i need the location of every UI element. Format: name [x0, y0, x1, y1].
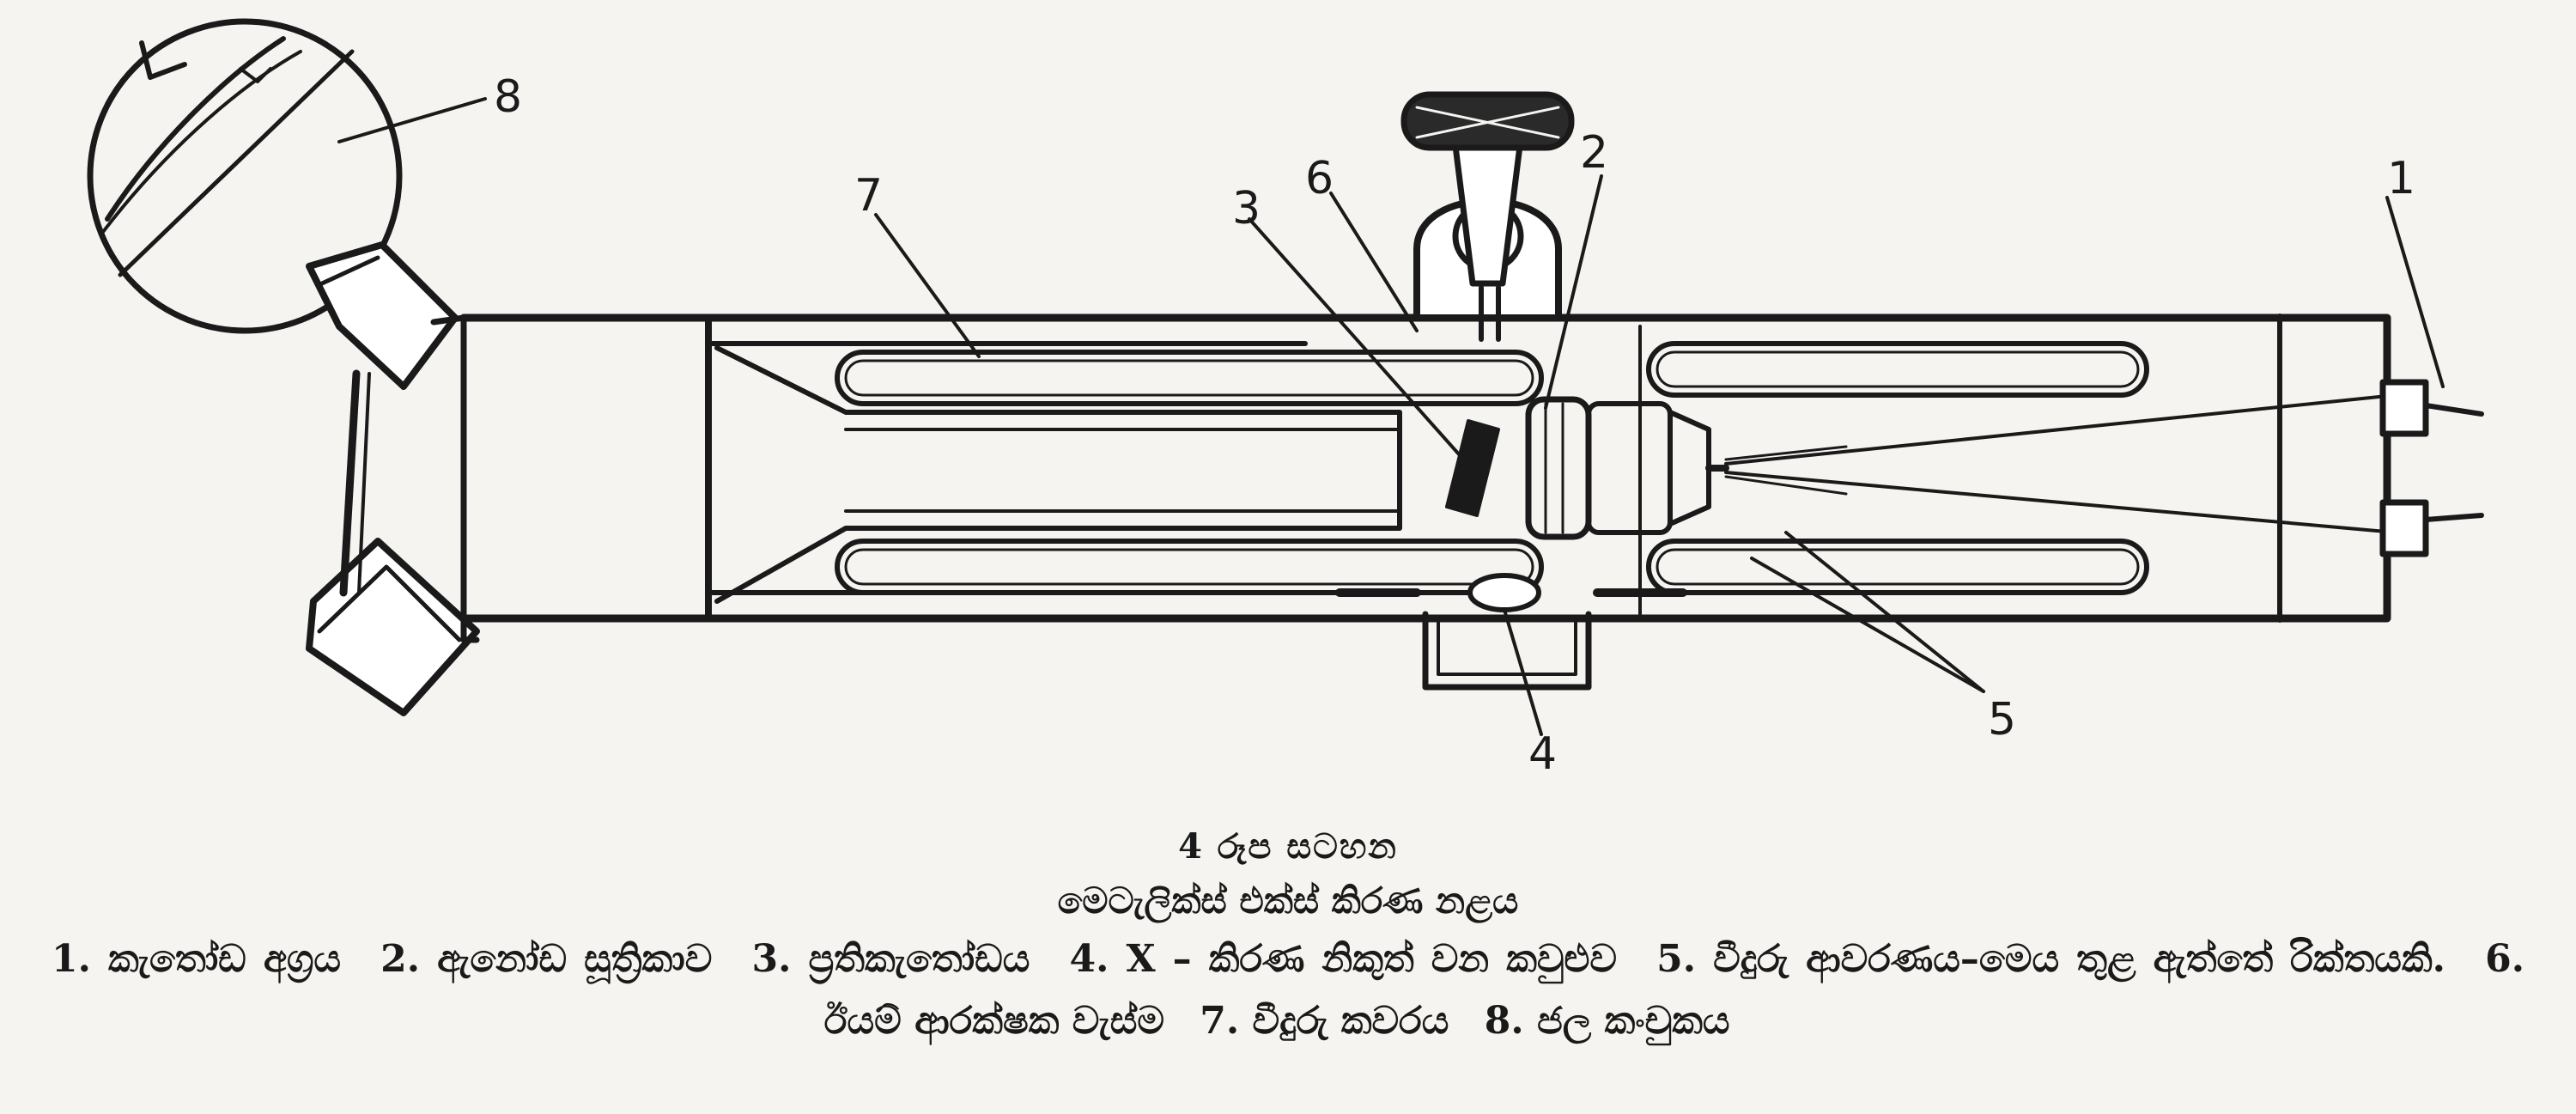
- xray-tube-diagram: 1 2 3 4 5 6 7 8: [87, 18, 2484, 780]
- legend-item-8: 8. ජල කංචුකය: [1484, 999, 1730, 1043]
- xray-window: [1335, 573, 1687, 691]
- callout-1: 1: [2387, 153, 2415, 204]
- callout-6: 6: [1305, 153, 1334, 204]
- protective-knob: [1400, 91, 1575, 342]
- legend-item-4: 4. X – කිරණ නිකුත් වන කවුළුව: [1069, 937, 1617, 981]
- legend-item-1: 1. කැතෝඩ අග්‍රය: [52, 937, 342, 981]
- legend-item-3: 3. ප්‍රතිකැතෝඩය: [751, 937, 1030, 981]
- tube-head-fittings: [306, 241, 480, 716]
- lead-wires: [1724, 393, 2397, 534]
- callout-3: 3: [1232, 183, 1261, 234]
- callout-leaders: [337, 97, 2445, 736]
- legend-item-5: 5. වීදුරු ආවරණය–මෙය තුළ ඇත්තේ රික්තයකි.: [1656, 937, 2445, 981]
- water-jacket-lens: [87, 18, 403, 334]
- glass-covering-loops: [835, 341, 2149, 595]
- anticathode-target: [1445, 419, 1500, 517]
- figure-number: 4 රූප සටහන: [1178, 826, 1398, 867]
- callout-4: 4: [1528, 728, 1557, 780]
- cathode-terminals: [2379, 379, 2484, 557]
- callout-7: 7: [854, 170, 883, 222]
- legend-item-6: 6. ඊයම් ආරක්ෂක වැස්ම: [823, 937, 2525, 1043]
- anode-filament-assembly: [1525, 396, 1729, 540]
- cathode-funnel: [714, 345, 1402, 604]
- callout-5: 5: [1988, 694, 2016, 746]
- legend-item-2: 2. ඇනෝඩ සූත්‍රිකාව: [380, 937, 713, 981]
- legend-item-7: 7. වීදුරු කවරය: [1200, 999, 1449, 1043]
- figure-caption: 4 රූප සටහන මෙටැලික්ස් එක්ස් කිරණ නළය 1. …: [0, 820, 2576, 1052]
- callout-2: 2: [1580, 127, 1608, 179]
- callout-8: 8: [494, 71, 522, 123]
- figure-title: මෙටැලික්ස් එක්ස් කිරණ නළය: [1057, 880, 1519, 922]
- figure-legend: 1. කැතෝඩ අග්‍රය 2. ඇනෝඩ සූත්‍රිකාව 3. ප්…: [52, 928, 2524, 1052]
